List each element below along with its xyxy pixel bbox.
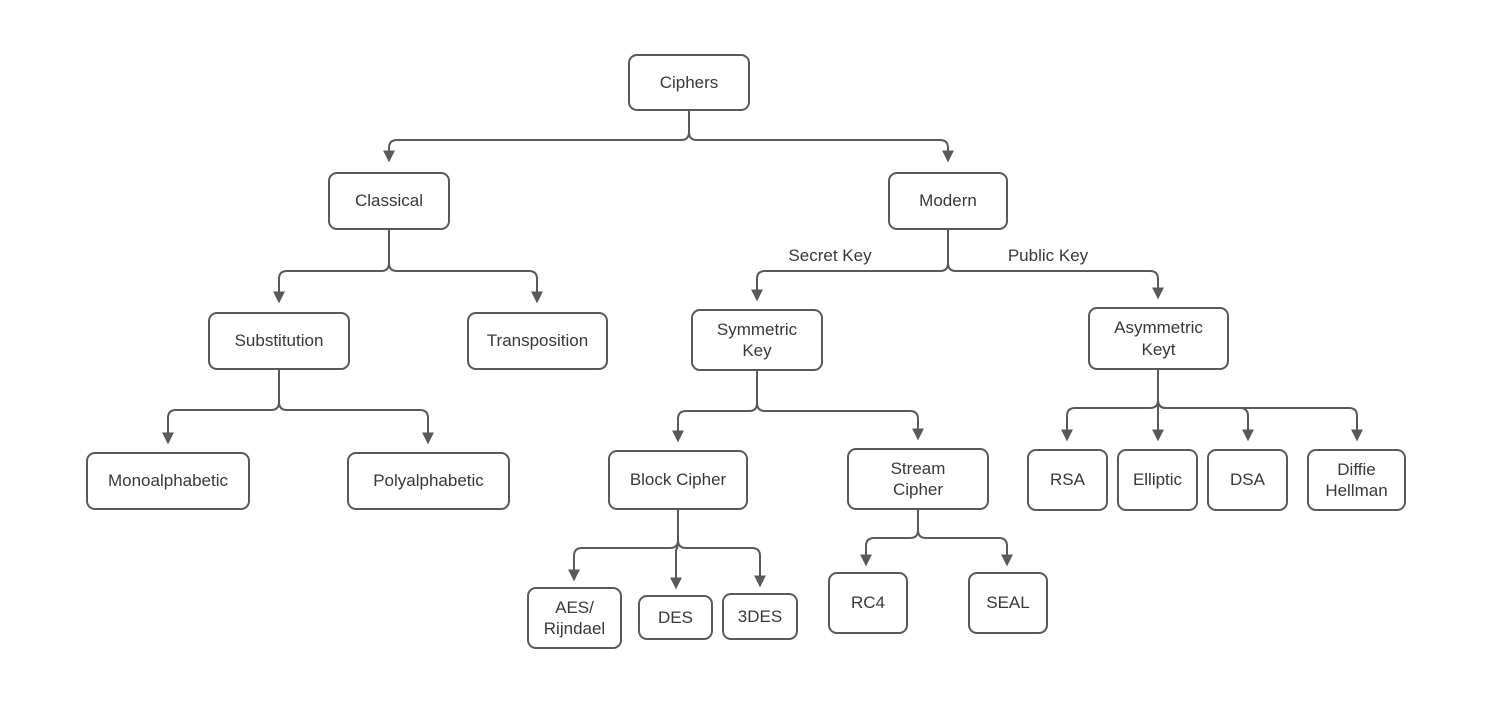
node-ciphers-label: Ciphers <box>659 72 719 92</box>
node-monoalphabetic-label: Monoalphabetic <box>107 471 229 491</box>
node-rc4: RC4 <box>828 572 908 634</box>
edge-ciphers-classical <box>383 111 690 163</box>
edge-ciphers-modern <box>688 111 954 163</box>
node-monoalphabetic: Monoalphabetic <box>86 452 250 510</box>
node-modern-label: Modern <box>919 191 977 211</box>
node-3des-label: 3DES <box>737 606 783 626</box>
node-transposition: Transposition <box>467 312 608 370</box>
node-transposition-label: Transposition <box>486 331 589 351</box>
edge-stream-rc4 <box>860 510 919 567</box>
edge-symmetric-block <box>672 371 758 443</box>
node-diffie-hellman-label: Diffie Hellman <box>1325 459 1388 500</box>
edge-classical-transposition <box>388 230 543 304</box>
edge-asymmetric-dsa <box>1157 370 1254 442</box>
node-classical-label: Classical <box>354 191 424 211</box>
node-symmetric-key: Symmetric Key <box>691 309 823 371</box>
node-aes-rijndael: AES/ Rijndael <box>527 587 622 649</box>
edge-stream-seal <box>917 510 1013 567</box>
node-rsa-label: RSA <box>1050 470 1085 490</box>
node-block-cipher: Block Cipher <box>608 450 748 510</box>
node-dsa: DSA <box>1207 449 1288 511</box>
edge-symmetric-stream <box>756 371 924 441</box>
edge-block-aes <box>568 510 679 582</box>
edge-label-secret-key: Secret Key <box>788 246 872 265</box>
edge-label-public-key: Public Key <box>1007 246 1089 265</box>
node-polyalphabetic: Polyalphabetic <box>347 452 510 510</box>
node-block-cipher-label: Block Cipher <box>629 470 727 490</box>
edge-block-3des <box>677 510 766 588</box>
edge-asymmetric-rsa <box>1061 370 1159 442</box>
node-seal-label: SEAL <box>986 593 1030 613</box>
node-des: DES <box>638 595 713 640</box>
node-asymmetric-key-label: Asymmetric Keyt <box>1114 318 1203 359</box>
edge-classical-substitution <box>273 230 390 304</box>
node-elliptic-label: Elliptic <box>1132 470 1183 490</box>
edge-modern-asymmetric <box>947 230 1164 300</box>
node-substitution: Substitution <box>208 312 350 370</box>
node-seal: SEAL <box>968 572 1048 634</box>
edge-asymmetric-diffie <box>1157 370 1363 442</box>
node-ciphers: Ciphers <box>628 54 750 111</box>
node-stream-cipher: Stream Cipher <box>847 448 989 510</box>
node-modern: Modern <box>888 172 1008 230</box>
node-stream-cipher-label: Stream Cipher <box>890 458 946 499</box>
node-substitution-label: Substitution <box>234 331 324 351</box>
node-dsa-label: DSA <box>1230 470 1265 490</box>
node-diffie-hellman: Diffie Hellman <box>1307 449 1406 511</box>
node-rsa: RSA <box>1027 449 1108 511</box>
node-classical: Classical <box>328 172 450 230</box>
node-aes-rijndael-label: AES/ Rijndael <box>543 597 606 638</box>
edge-substitution-monoalphabetic <box>162 370 280 445</box>
node-des-label: DES <box>658 607 693 627</box>
node-polyalphabetic-label: Polyalphabetic <box>373 471 484 491</box>
node-elliptic: Elliptic <box>1117 449 1198 511</box>
node-symmetric-key-label: Symmetric Key <box>716 319 798 360</box>
edge-substitution-polyalphabetic <box>278 370 434 445</box>
node-3des: 3DES <box>722 593 798 640</box>
node-rc4-label: RC4 <box>850 593 885 613</box>
node-asymmetric-key: Asymmetric Keyt <box>1088 307 1229 370</box>
